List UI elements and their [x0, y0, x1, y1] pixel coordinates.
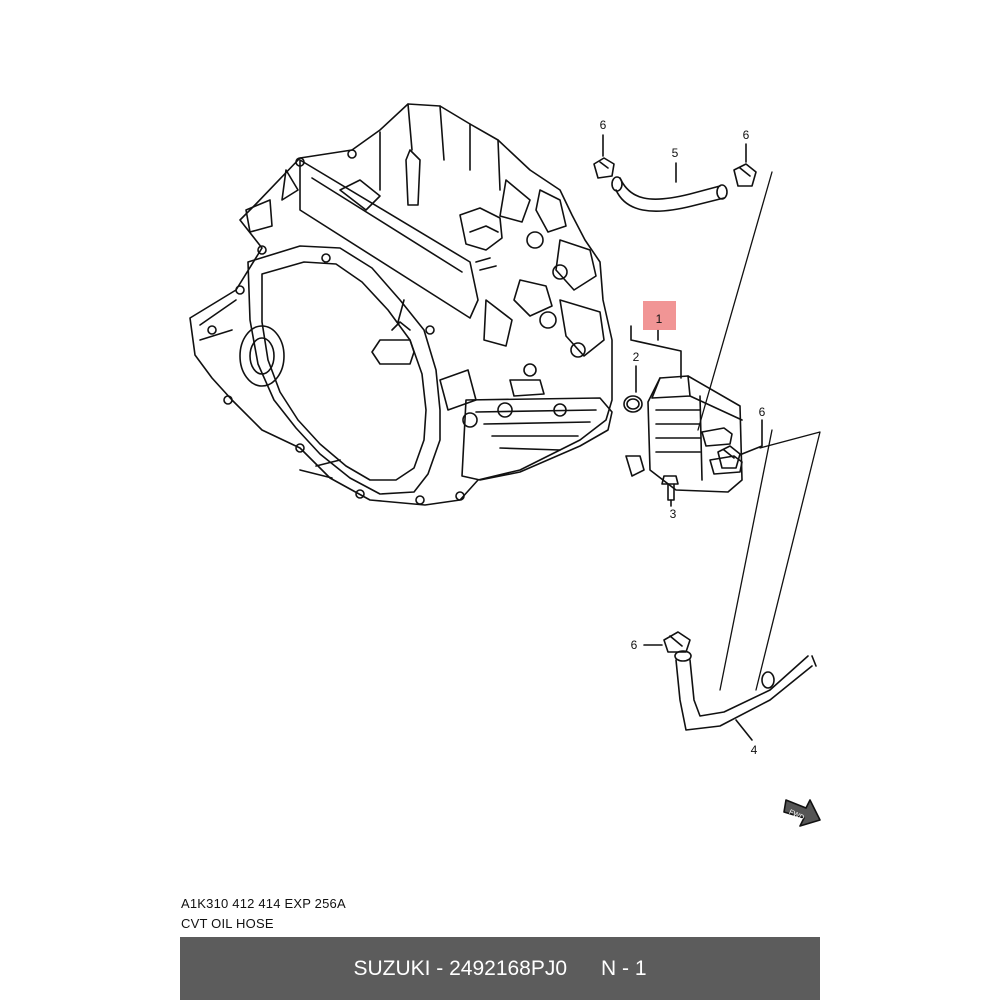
- part-footer-bar: SUZUKI - 2492168PJ0 N - 1: [180, 937, 820, 1000]
- callout-5: 5: [672, 146, 679, 160]
- bolt-part-3: [661, 475, 679, 507]
- hose-part-5: [611, 162, 728, 212]
- callout-1: 1: [656, 312, 663, 326]
- callout-3: 3: [670, 507, 677, 521]
- clamp-part-6-lower: [643, 631, 691, 653]
- drawing-code: A1K310 412 414 EXP 256A: [181, 896, 346, 911]
- callout-6-upper-right: 6: [743, 128, 750, 142]
- callout-2: 2: [633, 350, 640, 364]
- o-ring-part-2: [623, 365, 643, 413]
- clamp-part-6-upper-left: [593, 134, 615, 179]
- callout-6-lower: 6: [631, 638, 638, 652]
- oil-cooler-part-1: [625, 325, 743, 493]
- footer-quantity: N - 1: [601, 956, 647, 980]
- forward-direction-icon: [783, 799, 821, 827]
- part-highlight-box: [643, 301, 676, 330]
- footer-part-number: SUZUKI - 2492168PJ0: [353, 956, 568, 980]
- connection-guide-lines: [697, 171, 821, 691]
- hose-part-4: [674, 650, 817, 741]
- callout-6-middle: 6: [759, 405, 766, 419]
- callout-6-upper-left: 6: [600, 118, 607, 132]
- clamp-part-6-upper-right: [733, 143, 757, 187]
- callout-4: 4: [751, 743, 758, 757]
- cvt-transmission-drawing: [189, 103, 613, 506]
- drawing-title: CVT OIL HOSE: [181, 916, 274, 931]
